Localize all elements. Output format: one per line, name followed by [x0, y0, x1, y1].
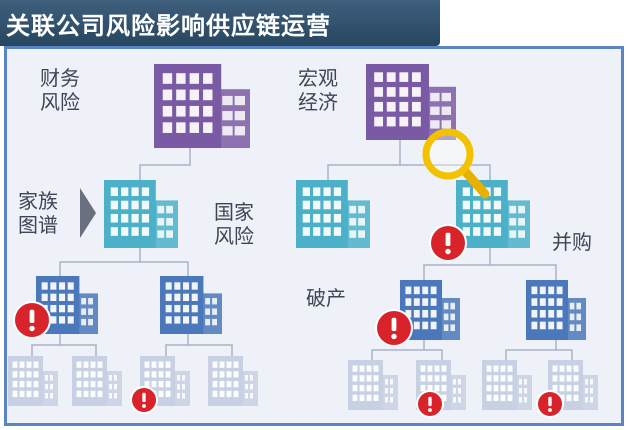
label-bankruptcy: 破产 — [306, 286, 346, 310]
alert-acquired-warning-icon — [429, 224, 467, 262]
acquired-node-building-icon — [456, 180, 530, 248]
financial-risk-hq-building-icon — [154, 64, 250, 148]
bankruptcy-node-building-icon — [296, 180, 370, 248]
label-macro-economy: 宏观 经济 — [298, 66, 338, 114]
connector-r2-a — [371, 340, 425, 360]
alert-subsidiary-left-warning-icon — [13, 301, 51, 339]
connector-financial-to-family — [139, 148, 191, 180]
label-country-risk-line2: 风险 — [214, 224, 254, 248]
connector-acq-left — [423, 248, 491, 280]
connector-l2-d — [188, 344, 233, 356]
alert-sub-r-b-warning-icon — [536, 390, 564, 418]
macro-hq-building-icon — [366, 64, 456, 140]
label-financial-risk-line1: 财务 — [40, 66, 80, 90]
sub-r1-building-icon — [348, 360, 398, 410]
label-family-tree-line2: 图谱 — [18, 213, 58, 237]
sub-r3-building-icon — [482, 360, 532, 410]
connector-acq-right — [490, 264, 557, 280]
label-country-risk: 国家 风险 — [214, 200, 254, 248]
connector-r2-d — [556, 349, 573, 360]
label-macro-economy-line1: 宏观 — [298, 66, 338, 90]
page-title: 关联公司风险影响供应链运营 — [6, 12, 331, 40]
label-merger: 并购 — [552, 230, 592, 254]
connector-macro-left — [327, 140, 401, 180]
alerts-layer — [13, 224, 564, 418]
sub-l1-building-icon — [8, 356, 58, 406]
connector-family-right — [140, 261, 189, 276]
buildings-layer — [8, 64, 598, 410]
label-financial-risk-line2: 风险 — [40, 90, 80, 114]
arrow-icon — [80, 188, 96, 238]
alert-sub-r-a-warning-icon — [416, 390, 444, 418]
label-macro-economy-line2: 经济 — [298, 90, 338, 114]
connectors — [31, 140, 573, 360]
alert-sub-l-warning-icon — [130, 386, 158, 414]
subsidiary-right-building-icon — [160, 276, 222, 334]
connector-l2-b — [60, 344, 97, 356]
alert-subsidiary-r-left-warning-icon — [375, 309, 413, 347]
connector-l2-c — [165, 334, 189, 356]
magnifier-icon — [422, 128, 490, 199]
connector-family-left — [59, 248, 141, 276]
subsidiary-r-right-building-icon — [526, 280, 586, 340]
sub-l4-building-icon — [208, 356, 258, 406]
connector-r2-c — [505, 340, 557, 360]
sub-r4-building-icon — [548, 360, 598, 410]
label-country-risk-line1: 国家 — [214, 200, 254, 224]
label-family-tree-line1: 家族 — [18, 189, 58, 213]
label-financial-risk: 财务 风险 — [40, 66, 80, 114]
family-node-building-icon — [104, 180, 178, 248]
sub-l2-building-icon — [72, 356, 122, 406]
connector-r2-b — [424, 349, 443, 360]
label-family-tree: 家族 图谱 — [18, 189, 58, 237]
title-bar: 关联公司风险影响供应链运营 — [0, 0, 440, 46]
connector-l2-a — [31, 334, 61, 356]
